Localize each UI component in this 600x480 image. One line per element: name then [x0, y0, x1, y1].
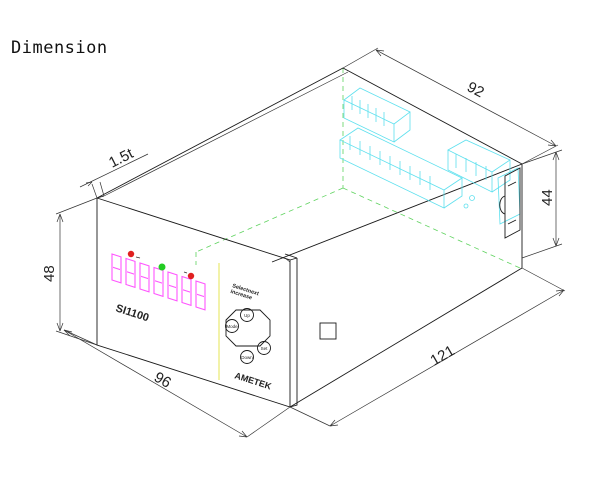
dimension-48: 48: [41, 197, 98, 346]
dim-44-label: 44: [539, 189, 556, 206]
mode-key[interactable]: [225, 319, 239, 333]
dimension-44: 44: [521, 149, 563, 259]
dim-121-label: 121: [428, 342, 458, 369]
display-digits: [111, 253, 206, 311]
housing-body: [96, 67, 523, 408]
diagram-title: Dimension: [11, 38, 108, 58]
down-key-label: Down: [241, 355, 253, 360]
model-label: SI1100: [114, 302, 150, 324]
brand-label: AMETEK: [233, 370, 273, 391]
red-led-1: [127, 250, 135, 258]
red-led-2: [187, 272, 195, 280]
dim-48-label: 48: [41, 265, 58, 282]
green-led: [158, 263, 166, 271]
up-key-label: Up: [244, 313, 250, 318]
keypad-caption: Selectnext increase: [230, 283, 260, 301]
keypad: Up Mode Set Down: [225, 308, 271, 364]
hidden-lines: [195, 68, 521, 269]
dimension-121: 121: [289, 267, 566, 427]
dim-96-label: 96: [151, 369, 174, 392]
dim-92-label: 92: [464, 79, 487, 102]
front-bezel: [96, 195, 298, 408]
dimension-92: 92: [342, 47, 559, 165]
mode-key-label: Mode: [226, 324, 238, 329]
side-connector: [499, 167, 521, 239]
set-key-label: Set: [261, 346, 269, 351]
up-key[interactable]: [240, 308, 254, 322]
dimension-96: 96: [63, 329, 291, 438]
down-key[interactable]: [240, 350, 254, 364]
terminal-blocks: [339, 87, 521, 225]
dimension-1-5t: 1.5t: [79, 145, 149, 199]
set-key[interactable]: [257, 341, 271, 355]
dim-1-5t-label: 1.5t: [106, 145, 137, 172]
side-window: [319, 322, 337, 340]
